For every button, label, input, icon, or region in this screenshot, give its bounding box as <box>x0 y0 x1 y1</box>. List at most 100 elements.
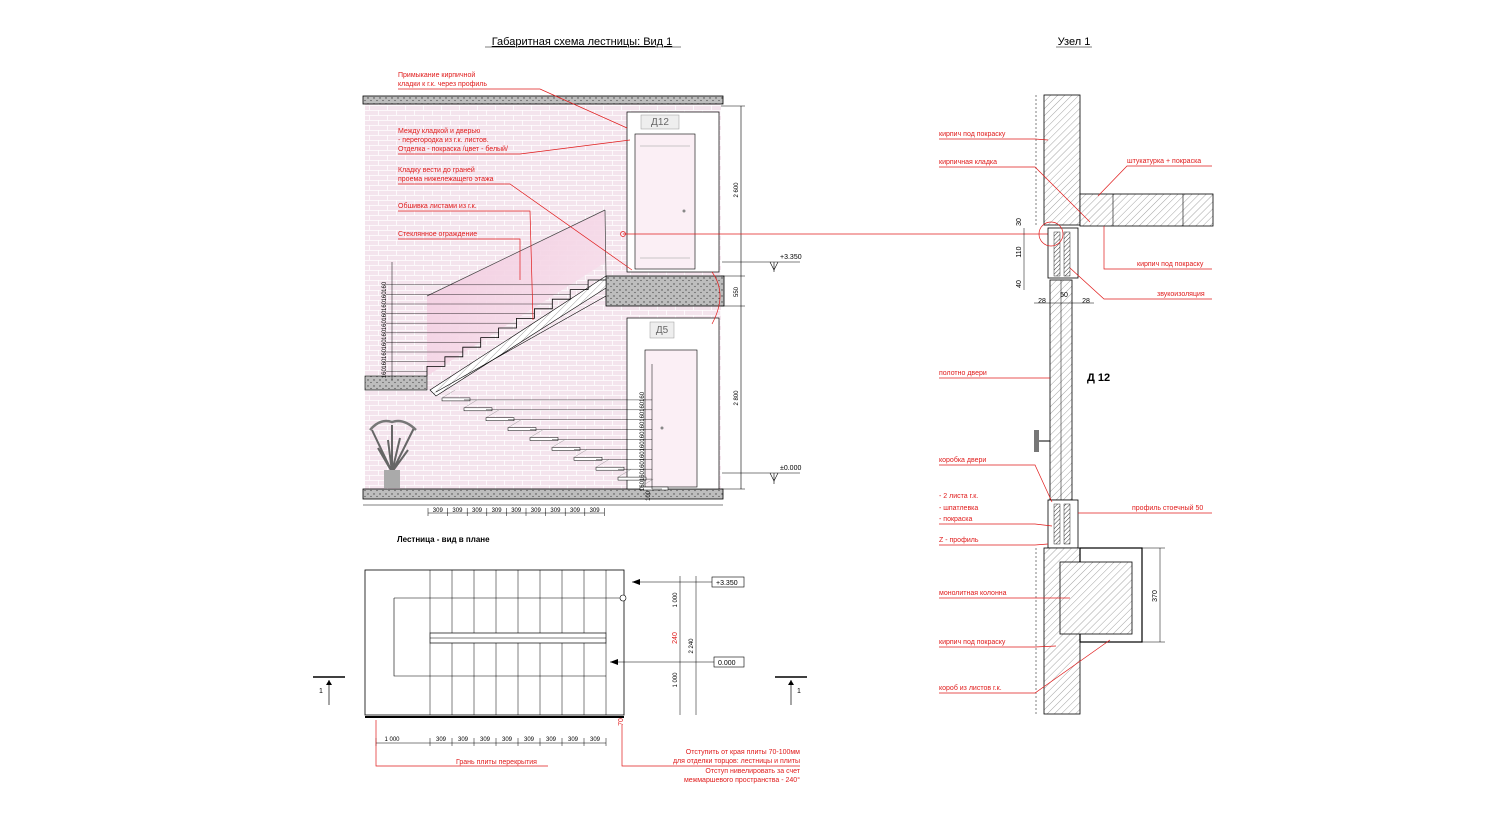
door-d5-label: Д5 <box>656 325 669 336</box>
riser-dim-lower: 160 <box>640 451 646 462</box>
riser-dim-upper: 160 <box>382 291 388 302</box>
upper-stair-profile <box>426 279 606 376</box>
plan-tread-dim: 309 <box>458 737 469 743</box>
riser-dim-lower: 160 <box>640 411 646 422</box>
node-label-left-0: кирпич под покраску <box>939 131 1006 138</box>
plant-decor <box>369 419 417 488</box>
door-d12-label: Д12 <box>651 117 669 128</box>
riser-dim-upper: 160 <box>382 358 388 369</box>
stair-plan: +3.350 0.000 1 000 240 1 000 2 240 70 1 … <box>313 569 807 784</box>
dim-100: 100 <box>646 490 652 501</box>
node-label-right-1: кирпич под покраску <box>1137 261 1204 268</box>
lower-tread <box>529 437 559 441</box>
note-3b: проема нижележащего этажа <box>398 176 494 183</box>
level-arc <box>711 271 721 325</box>
tread-dim: 309 <box>433 508 444 514</box>
plan-tread-dim: 309 <box>546 737 557 743</box>
node-label-left-4: - 2 листа г.к. <box>939 493 978 500</box>
tread-dim: 309 <box>472 508 483 514</box>
plan-title: Лестница - вид в плане <box>397 535 490 544</box>
riser-dim-upper: 160 <box>382 300 388 311</box>
level-lower: ±0.000 <box>780 465 801 472</box>
plan-level-upper: +3.350 <box>716 580 738 587</box>
note-2b: - перегородка из г.к. листов. <box>398 137 489 144</box>
node-dim-40: 40 <box>1016 280 1023 288</box>
tread-dim: 309 <box>590 508 601 514</box>
dim-2800: 2 800 <box>734 390 740 406</box>
plan-dim-2240: 2 240 <box>689 638 695 654</box>
riser-dim-lower: 160 <box>640 470 646 481</box>
node-label-left-6: - покраска <box>939 516 973 523</box>
riser-dim-lower: 160 <box>640 401 646 412</box>
node-dim-30: 30 <box>1016 218 1023 226</box>
section-mark-left: 1 <box>313 676 345 705</box>
plan-tread-dim: 309 <box>568 737 579 743</box>
door-d12-leaf <box>634 133 696 270</box>
riser-dim-lower: 160 <box>640 391 646 402</box>
node-dim-28-left: 28 <box>1038 298 1046 305</box>
lower-tread <box>573 457 603 461</box>
node-door-label: Д 12 <box>1087 372 1110 384</box>
node-dim-110: 110 <box>1016 246 1023 257</box>
lower-landing <box>364 375 428 391</box>
riser-dim-upper: 160 <box>382 339 388 350</box>
note-1b: кладки к г.к. через профиль <box>398 81 487 88</box>
node-label-left-2: полотно двери <box>939 370 987 377</box>
plan-note-2: для отделки торцов: лестницы и плиты <box>673 758 800 765</box>
tread-dim: 309 <box>570 508 581 514</box>
riser-dim-upper: 160 <box>382 320 388 331</box>
node-slab <box>1079 193 1214 227</box>
monolithic-column <box>1059 561 1133 635</box>
lower-tread <box>639 486 669 491</box>
plan-tread-dim: 309 <box>436 737 447 743</box>
riser-dim-upper: 160 <box>382 329 388 340</box>
node-dim-28-right: 28 <box>1082 298 1090 305</box>
node-door-handle <box>1034 430 1039 452</box>
bottom-slab <box>362 488 724 500</box>
plan-note-1: Отступить от края плиты 70-100мм <box>686 749 800 756</box>
lower-tread <box>463 407 493 412</box>
lower-tread <box>441 397 471 402</box>
riser-dim-upper: 160 <box>382 368 388 379</box>
plan-tread-dim: 309 <box>502 737 513 743</box>
section-mark-right: 1 <box>775 676 807 705</box>
note-2a: Между кладкой и дверью <box>398 127 480 135</box>
lower-tread <box>507 427 537 431</box>
note-4: Обшивка листами из г.к. <box>398 202 477 210</box>
node-labels-left: кирпич под покраску кирпичная кладка полот… <box>939 131 1111 694</box>
plan-dim-240: 240 <box>672 632 679 644</box>
note-3a: Кладку вести до граней <box>398 166 475 174</box>
level-mark-upper: +3.350 <box>722 254 802 272</box>
note-1a: Примыкание кирпичной <box>398 71 475 79</box>
elevation-title: Габаритная схема лестницы: Вид 1 <box>492 36 673 48</box>
plan-tread-dim: 309 <box>524 737 535 743</box>
riser-dim-lower: 160 <box>640 480 646 491</box>
elevation-notes: Примыкание кирпичной кладки к г.к. через… <box>398 71 1050 321</box>
section-label-right: 1 <box>797 688 801 695</box>
node-wall-top <box>1043 94 1081 226</box>
plan-dim-1000-left: 1 000 <box>384 737 400 743</box>
plan-note-slab-edge: Грань плиты перекрытия <box>456 759 537 766</box>
dim-2600: 2 600 <box>734 182 740 198</box>
plan-tread-dim: 309 <box>480 737 491 743</box>
tread-dim: 309 <box>452 508 463 514</box>
riser-dim-lower: 160 <box>640 461 646 472</box>
plan-dim-70: 70 <box>618 718 625 726</box>
plan-level-lower: 0.000 <box>718 660 736 667</box>
node-label-left-10: короб из листов г.к. <box>939 684 1002 692</box>
lower-tread <box>551 447 581 451</box>
glass-railing <box>427 210 606 376</box>
plan-note-3: Отступ нивелировать за счет <box>705 768 800 775</box>
landing-slab <box>605 275 725 307</box>
node-label-left-1: кирпичная кладка <box>939 159 997 166</box>
level-mark-lower: ±0.000 <box>722 465 801 484</box>
node-label-left-7: Z - профиль <box>939 537 979 544</box>
lower-tread <box>617 476 647 481</box>
riser-dim-lower: 160 <box>640 431 646 442</box>
top-slab <box>362 95 724 105</box>
